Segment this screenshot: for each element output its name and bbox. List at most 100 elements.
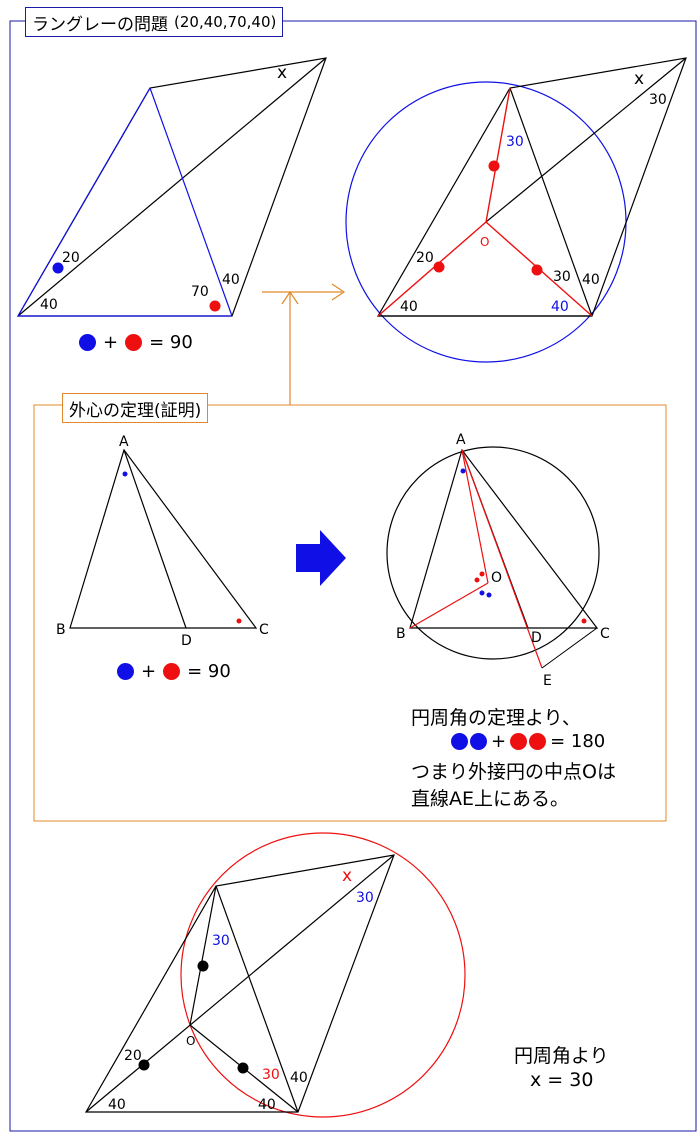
blue-dot bbox=[117, 663, 134, 680]
fig3-o-top bbox=[189, 885, 217, 1026]
proof-right-label-c: C bbox=[600, 626, 610, 642]
proof-right-blue-dot-a bbox=[460, 468, 466, 474]
fig1-angle-70: 70 bbox=[191, 284, 209, 300]
equation-rhs: = 90 bbox=[149, 332, 193, 353]
proof-right-label-a: A bbox=[456, 432, 466, 448]
proof-right-ce bbox=[541, 627, 598, 669]
proof-left-figure: A B C D bbox=[56, 434, 269, 649]
fig2-angle-30-right: 30 bbox=[553, 269, 571, 285]
proof-equation: + = 180 bbox=[450, 731, 608, 752]
equation-2: + = 90 bbox=[116, 661, 237, 682]
fig3-black-dot-top bbox=[197, 960, 209, 972]
proof-frame bbox=[33, 404, 667, 822]
proof-right-blue-dot-o1 bbox=[479, 590, 485, 596]
fig2-angle-30-top: 30 bbox=[649, 92, 667, 108]
red-dot bbox=[163, 663, 181, 680]
blue-dot bbox=[79, 334, 96, 351]
proof-right-ae bbox=[461, 449, 543, 669]
fig3-diagonal bbox=[85, 854, 395, 1113]
proof-right-label-e: E bbox=[543, 673, 552, 689]
equation-rhs: = 90 bbox=[187, 661, 231, 682]
proof-right-circle bbox=[386, 446, 600, 660]
proof-right-red-dot-c bbox=[581, 618, 587, 624]
fig3-angle-40-right: 40 bbox=[290, 1070, 308, 1086]
big-blue-arrow bbox=[296, 530, 346, 586]
equation-rhs: = 180 bbox=[550, 731, 606, 752]
figure-2: x 30 30 O 20 40 30 40 40 bbox=[345, 57, 687, 363]
proof-right-oa bbox=[461, 449, 489, 584]
proof-right-red-dot-o2 bbox=[474, 577, 480, 583]
plus-sign: + bbox=[103, 332, 119, 353]
fig2-side bbox=[509, 87, 593, 317]
proof-line-3: つまり外接円の中点Oは bbox=[411, 761, 616, 783]
fig3-circumcircle bbox=[180, 832, 466, 1118]
fig3-center-o: O bbox=[186, 1034, 195, 1048]
fig1-angle-40-left: 40 bbox=[40, 297, 58, 313]
fig2-red-dot-left bbox=[433, 261, 445, 273]
fig1-angle-20: 20 bbox=[62, 250, 80, 266]
fig3-angle-20: 20 bbox=[124, 1048, 142, 1064]
fig2-angle-30-mid: 30 bbox=[506, 134, 524, 150]
fig3-black-dot-left bbox=[138, 1059, 150, 1071]
fig1-blue-right bbox=[149, 87, 233, 317]
fig2-red-dot-right bbox=[531, 264, 543, 276]
fig2-angle-20: 20 bbox=[416, 250, 434, 266]
figure-3: x 30 30 O 20 30 40 40 40 bbox=[84, 832, 466, 1118]
proof-right-label-b: B bbox=[396, 626, 406, 642]
fig1-angle-40-right: 40 bbox=[222, 272, 240, 288]
fig1-red-dot bbox=[209, 300, 221, 312]
proof-right-triangle bbox=[409, 448, 599, 629]
fig3-angle-x: x bbox=[342, 866, 352, 886]
plus-sign: + bbox=[491, 731, 507, 752]
conclusion-line-2: x = 30 bbox=[530, 1069, 594, 1091]
fig2-diagonal bbox=[485, 57, 687, 223]
fig2-red-1 bbox=[485, 87, 511, 223]
equation-1: + = 90 bbox=[78, 332, 199, 353]
title-box: ラングレーの問題 (20,40,70,40) bbox=[25, 7, 284, 37]
fig1-angle-x: x bbox=[277, 63, 287, 83]
fig3-black-dot-right bbox=[237, 1062, 249, 1074]
proof-left-label-c: C bbox=[259, 622, 269, 638]
fig3-side bbox=[215, 885, 299, 1113]
blue-dot bbox=[470, 733, 487, 750]
fig2-angle-40-right: 40 bbox=[582, 272, 600, 288]
proof-right-red-dot-o1 bbox=[479, 571, 485, 577]
fig3-angle-30-red: 30 bbox=[262, 1067, 280, 1083]
red-dot bbox=[529, 733, 547, 750]
red-dot bbox=[510, 733, 528, 750]
proof-line-4: 直線AE上にある。 bbox=[411, 788, 570, 810]
fig2-red-2 bbox=[377, 221, 487, 317]
proof-left-label-b: B bbox=[56, 622, 66, 638]
section-title-box: 外心の定理(証明) bbox=[62, 393, 209, 423]
plus-sign: + bbox=[141, 661, 157, 682]
fig2-angle-x: x bbox=[634, 69, 644, 89]
figure-1: x 20 40 70 40 bbox=[16, 57, 327, 317]
fig2-center-o: O bbox=[480, 235, 489, 249]
proof-right-blue-dot-o2 bbox=[486, 592, 492, 598]
fig2-angle-40-left: 40 bbox=[400, 299, 418, 315]
proof-right-label-o: O bbox=[491, 570, 502, 586]
proof-left-label-a: A bbox=[119, 434, 129, 450]
proof-right-ob bbox=[409, 582, 489, 629]
proof-right-label-d: D bbox=[531, 630, 542, 646]
fig2-red-dot-top bbox=[488, 160, 500, 172]
arrows bbox=[262, 283, 346, 405]
fig1-diagonal bbox=[17, 57, 327, 317]
fig3-angle-40-bottom: 40 bbox=[258, 1097, 276, 1113]
fig3-angle-30-left: 30 bbox=[212, 933, 230, 949]
fig3-angle-30-top: 30 bbox=[356, 890, 374, 906]
proof-right-figure: A B C D E O bbox=[386, 432, 610, 689]
proof-left-triangle bbox=[69, 448, 258, 629]
title-params: (20,40,70,40) bbox=[174, 13, 277, 31]
conclusion-line-1: 円周角より bbox=[514, 1045, 609, 1067]
section-title: 外心の定理(証明) bbox=[69, 400, 202, 421]
blue-dot bbox=[451, 733, 468, 750]
fig1-blue-dot bbox=[52, 262, 64, 274]
proof-left-label-d: D bbox=[181, 633, 192, 649]
proof-left-red-dot bbox=[236, 618, 242, 624]
page-title: ラングレーの問題 bbox=[32, 14, 168, 35]
proof-left-blue-dot bbox=[122, 471, 128, 477]
outer-frame bbox=[9, 20, 697, 1132]
fig1-blue-left bbox=[17, 87, 151, 317]
